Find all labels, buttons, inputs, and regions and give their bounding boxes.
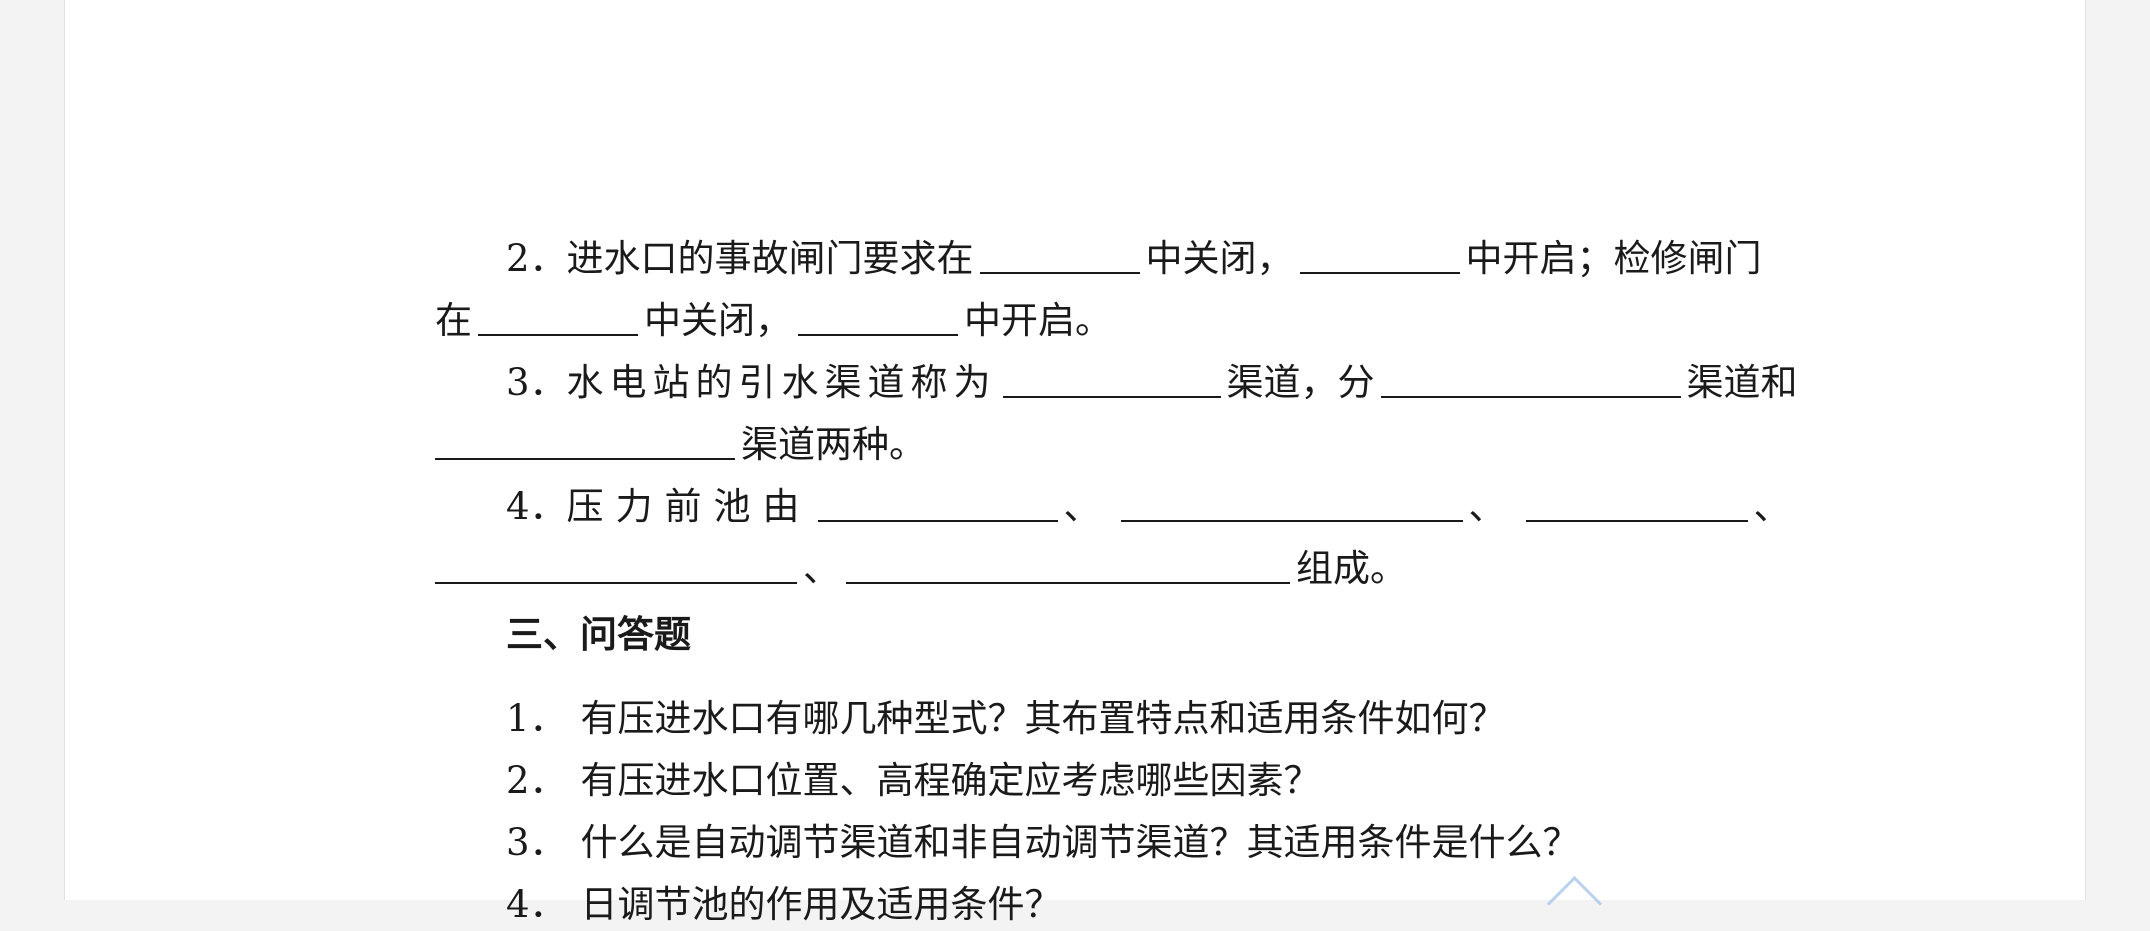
document-page: 2． 进水口的事故闸门要求在 中关闭， 中开启；检修闸门 在 中关闭， 中开启。…	[64, 0, 2086, 931]
q2-text-1: 进水口的事故闸门要求在	[566, 237, 974, 280]
question-number: 2．	[506, 759, 567, 802]
q3-blank-3	[435, 457, 735, 460]
question-number: 4．	[506, 883, 567, 926]
question-item: 2． 有压进水口位置、高程确定应考虑哪些因素？	[435, 742, 1845, 804]
document-content: 2． 进水口的事故闸门要求在 中关闭， 中开启；检修闸门 在 中关闭， 中开启。…	[435, 220, 1845, 928]
q4-sep-1: 、	[1063, 485, 1101, 528]
question-item: 4． 日调节池的作用及适用条件？	[435, 866, 1845, 928]
question-text: 日调节池的作用及适用条件？	[580, 883, 1062, 926]
q2-text-6: 中开启。	[964, 299, 1112, 342]
q4-blank-3	[1525, 519, 1748, 522]
document-viewer: 2． 进水口的事故闸门要求在 中关闭， 中开启；检修闸门 在 中关闭， 中开启。…	[64, 0, 2086, 931]
question-number: 1．	[506, 697, 567, 740]
question-text: 有压进水口位置、高程确定应考虑哪些因素？	[580, 759, 1321, 802]
fill-in-q2-line1: 2． 进水口的事故闸门要求在 中关闭， 中开启；检修闸门	[435, 220, 1845, 282]
q4-number: 4．	[506, 485, 567, 528]
q2-blank-2	[1299, 271, 1460, 274]
q3-text-2: 渠道，分	[1226, 361, 1375, 404]
fill-in-q2-line2: 在 中关闭， 中开启。	[435, 282, 1845, 344]
question-item: 1． 有压进水口有哪几种型式？其布置特点和适用条件如何？	[435, 680, 1845, 742]
q4-sep-3: 、	[1753, 485, 1791, 528]
question-number: 3．	[506, 821, 567, 864]
q3-text-1: 水电站的引水渠道称为	[566, 361, 997, 404]
q2-number: 2．	[506, 237, 567, 280]
q2-text-4: 在	[435, 299, 472, 342]
q2-blank-3	[478, 333, 638, 336]
q3-blank-2	[1380, 395, 1681, 398]
q2-blank-1	[979, 271, 1140, 274]
fill-in-q4-line1: 4． 压力前池由 、 、 、	[435, 468, 1845, 530]
q4-sep-2: 、	[1468, 485, 1506, 528]
q4-text-1: 压力前池由	[566, 485, 812, 528]
q3-text-4: 渠道两种。	[741, 423, 926, 466]
q4-sep-4: 、	[803, 547, 840, 590]
fill-in-q3-line1: 3． 水电站的引水渠道称为 渠道，分 渠道和	[435, 344, 1845, 406]
q3-blank-1	[1002, 395, 1221, 398]
q2-text-5: 中关闭，	[644, 299, 792, 342]
q2-blank-4	[798, 333, 958, 336]
q2-text-2: 中关闭，	[1145, 237, 1294, 280]
section-heading: 三、问答题	[506, 613, 691, 656]
q2-text-3: 中开启；检修闸门	[1465, 237, 1762, 280]
q4-blank-4	[435, 581, 797, 584]
question-text: 什么是自动调节渠道和非自动调节渠道？其适用条件是什么？	[580, 821, 1580, 864]
q3-text-3: 渠道和	[1686, 361, 1798, 404]
q4-blank-5	[846, 581, 1290, 584]
fill-in-q3-line2: 渠道两种。	[435, 406, 1845, 468]
question-item: 3． 什么是自动调节渠道和非自动调节渠道？其适用条件是什么？	[435, 804, 1845, 866]
q4-blank-2	[1120, 519, 1463, 522]
fill-in-q4-line2: 、 组成。	[435, 530, 1845, 592]
q4-blank-1	[817, 519, 1058, 522]
q3-number: 3．	[506, 361, 567, 404]
q4-text-2: 组成。	[1296, 547, 1407, 590]
question-text: 有压进水口有哪几种型式？其布置特点和适用条件如何？	[580, 697, 1506, 740]
